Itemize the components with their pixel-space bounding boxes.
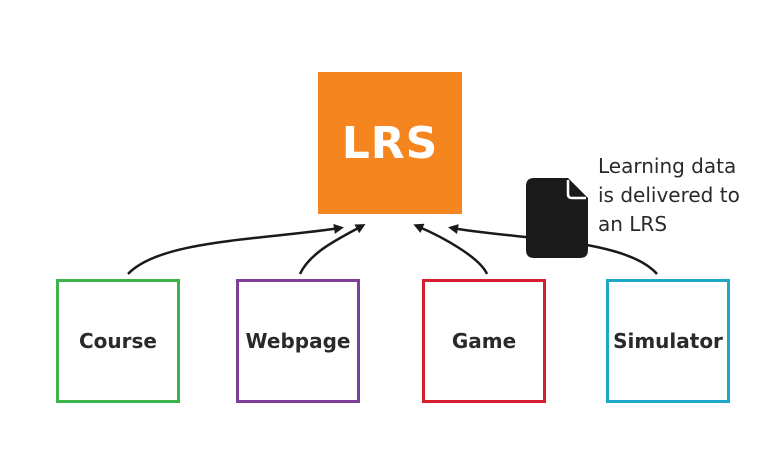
game-box: Game [422, 279, 546, 403]
simulator-box: Simulator [606, 279, 730, 403]
webpage-label: Webpage [245, 329, 351, 353]
annotation-line-2: is delivered to [598, 183, 740, 207]
simulator-label: Simulator [613, 329, 723, 353]
annotation-text: Learning data is delivered to an LRS [598, 152, 774, 239]
lrs-box: LRS [318, 72, 462, 214]
arrow-webpage-to-lrs [298, 224, 366, 275]
annotation-line-1: Learning data [598, 154, 737, 178]
webpage-box: Webpage [236, 279, 360, 403]
course-label: Course [79, 329, 157, 353]
document-icon [526, 178, 588, 258]
annotation-line-3: an LRS [598, 212, 668, 236]
arrow-game-to-lrs [413, 223, 489, 275]
game-label: Game [451, 329, 517, 353]
arrow-course-to-lrs [127, 223, 344, 275]
lrs-label: LRS [341, 117, 439, 169]
course-box: Course [56, 279, 180, 403]
